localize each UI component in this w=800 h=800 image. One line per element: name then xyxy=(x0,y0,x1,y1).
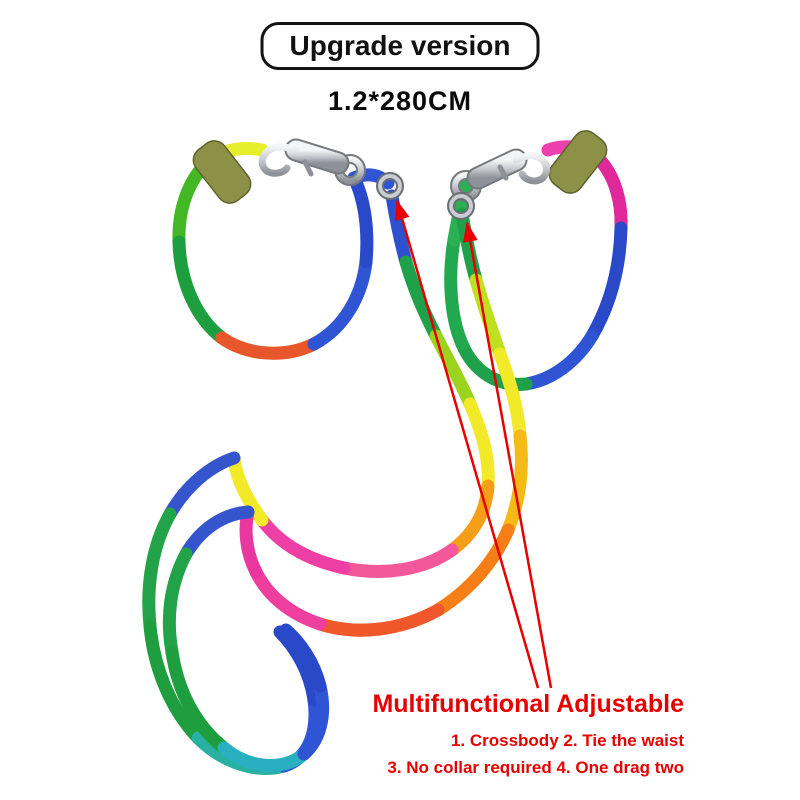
annotation-heading: Multifunctional Adjustable xyxy=(372,690,684,718)
left-adjuster-ring xyxy=(376,172,404,200)
annotation-line-2: 3. No collar required 4. One drag two xyxy=(387,758,684,778)
annotation-line-1: 1. Crossbody 2. Tie the waist xyxy=(450,731,684,750)
size-label: 1.2*280CM xyxy=(327,86,473,116)
annotation-block: Multifunctional Adjustable 1. Crossbody … xyxy=(372,690,684,781)
long-strand-2 xyxy=(162,207,528,772)
right-adjuster-ring xyxy=(447,192,475,220)
right-rope-sleeve xyxy=(548,130,608,194)
upgrade-version-badge: Upgrade version xyxy=(260,22,540,70)
arrow-to-right-adjuster xyxy=(462,221,553,689)
arrow-to-left-adjuster xyxy=(395,199,540,689)
left-snap-hook xyxy=(258,138,366,186)
left-rope-sleeve xyxy=(192,140,252,204)
right-snap-hook xyxy=(450,148,551,202)
upgrade-version-label: Upgrade version xyxy=(289,30,511,61)
pointer-arrows xyxy=(395,199,553,689)
